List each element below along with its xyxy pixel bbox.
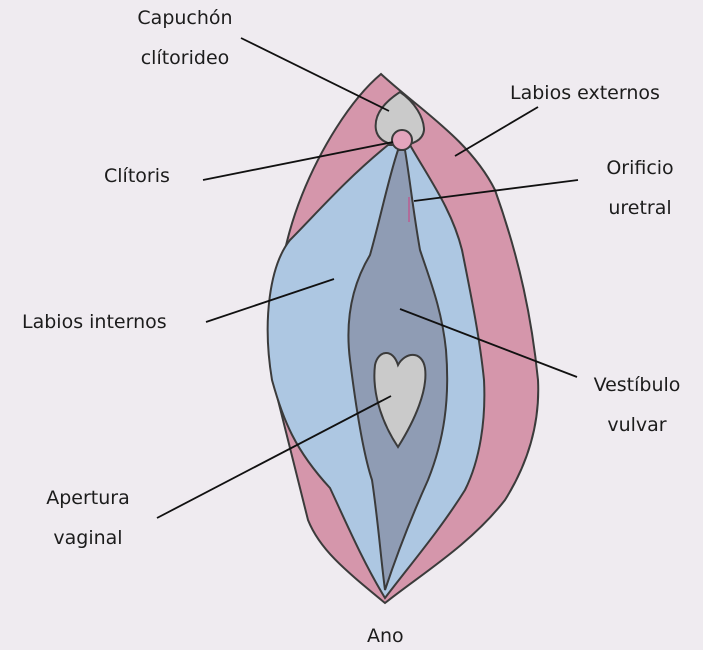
label-vestibulo-line1: Vestíbulo — [582, 376, 692, 395]
label-apertura-line1: Apertura — [33, 489, 143, 508]
label-labios-internos: Labios internos — [22, 313, 167, 332]
label-orificio-line2: uretral — [590, 199, 690, 218]
leader-capuchon — [241, 38, 389, 111]
label-clitoris: Clítoris — [104, 167, 170, 186]
leader-labios-externos — [455, 107, 538, 156]
label-orificio-uretral: Orificio uretral — [590, 159, 690, 218]
label-ano: Ano — [367, 627, 404, 646]
label-capuchon-line2: clítorideo — [120, 49, 250, 68]
label-capuchon-line1: Capuchón — [120, 9, 250, 28]
label-capuchon-clitorideo: Capuchón clítorideo — [120, 9, 250, 68]
label-vestibulo-vulvar: Vestíbulo vulvar — [582, 376, 692, 435]
label-orificio-line1: Orificio — [590, 159, 690, 178]
clitoris-shape — [392, 130, 412, 150]
label-vestibulo-line2: vulvar — [582, 416, 692, 435]
label-labios-externos: Labios externos — [510, 84, 660, 103]
label-apertura-vaginal: Apertura vaginal — [33, 489, 143, 548]
label-apertura-line2: vaginal — [33, 529, 143, 548]
